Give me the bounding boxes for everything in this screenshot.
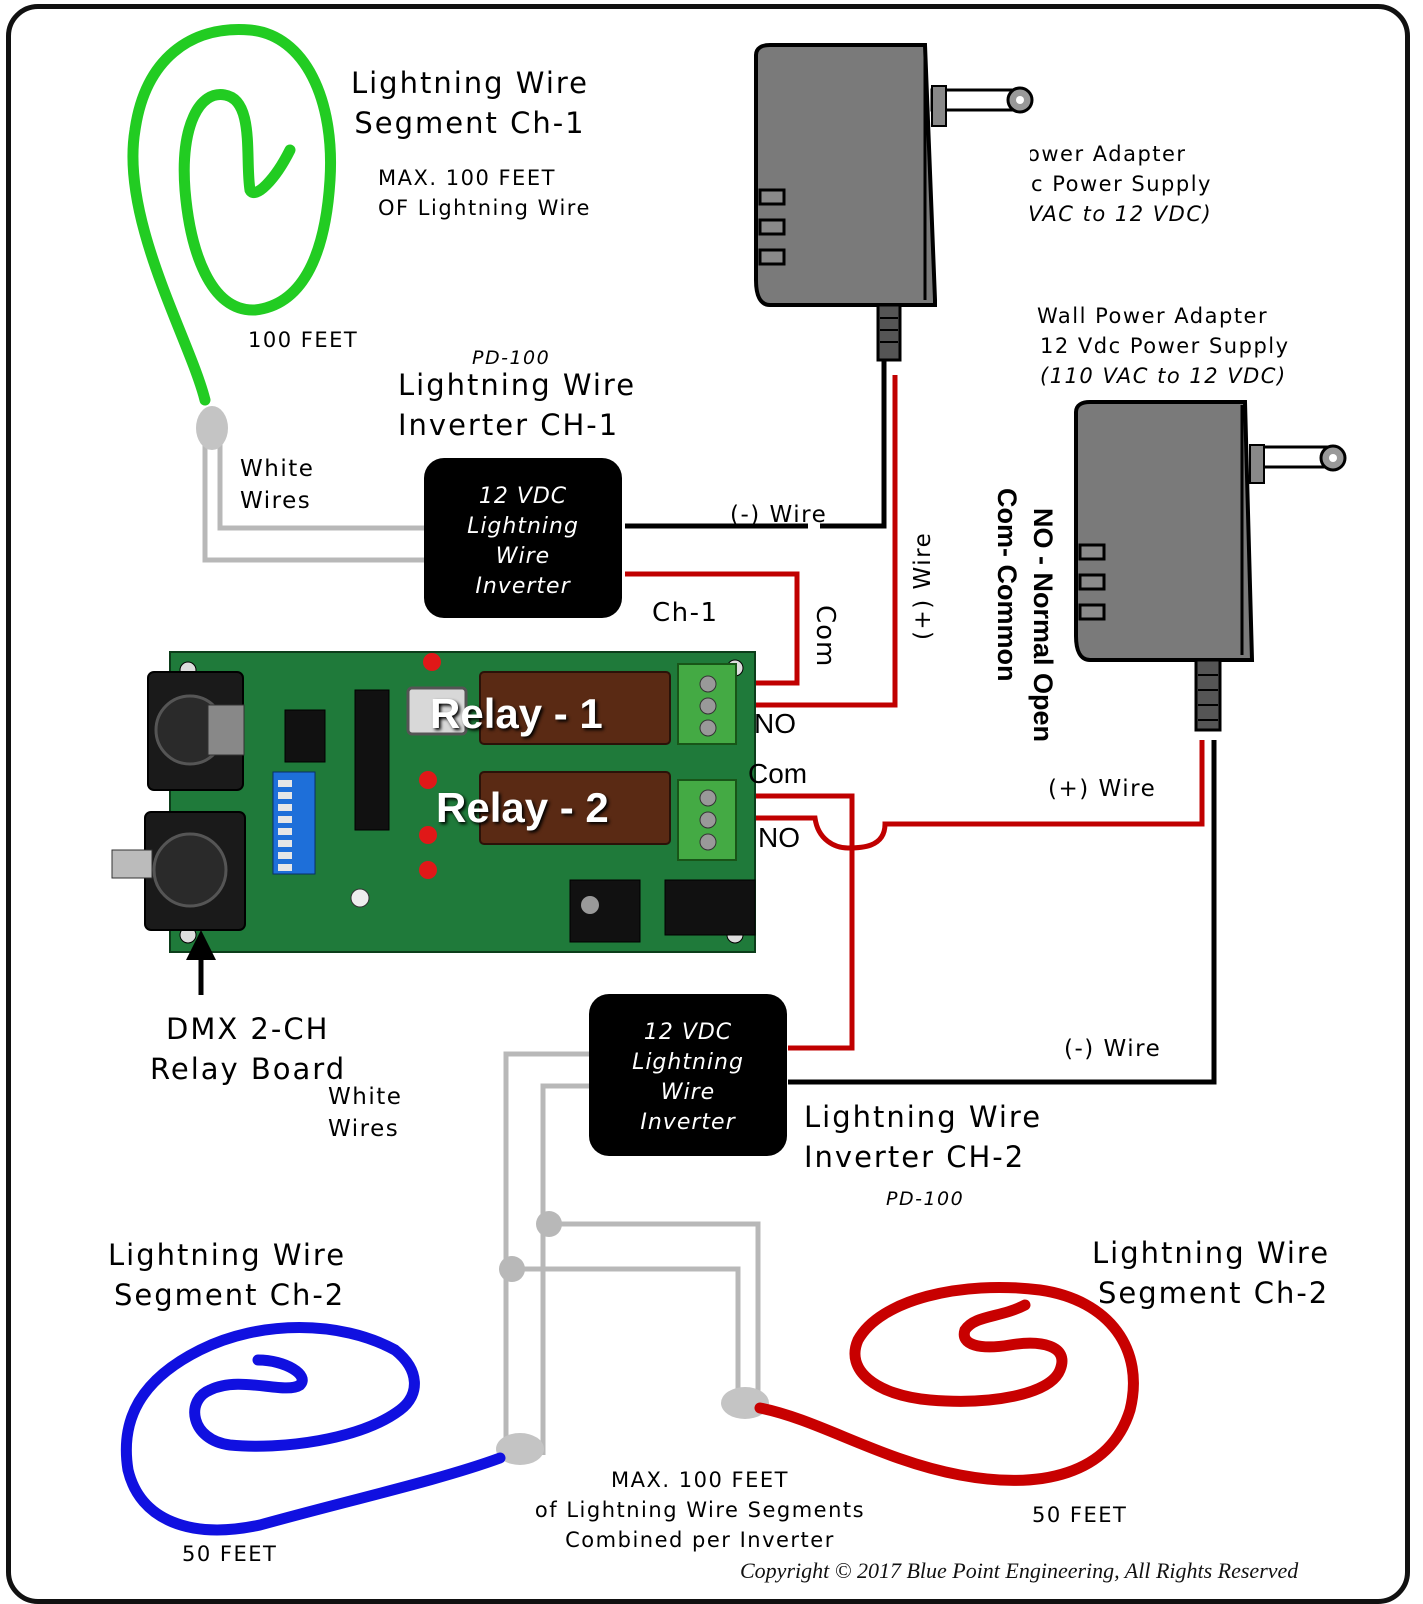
relay2-com-label: Com (748, 758, 808, 789)
inverter-ch1-model: PD-100 (472, 347, 551, 369)
inverter-ch2-body-line4: Inverter (640, 1110, 736, 1135)
pos-wire-adapter2-label: (+) Wire (1048, 776, 1157, 802)
white-wire-junction (499, 1256, 525, 1282)
adapter1-line1: ower Adapter (1027, 142, 1187, 166)
segment-ch2-left-title-line2: Segment Ch-2 (114, 1278, 346, 1312)
inverter-ch1-body-line4: Inverter (475, 574, 571, 599)
inverter-ch2-title-line2: Inverter CH-2 (804, 1140, 1026, 1174)
inverter-ch1-body-line3: Wire (495, 544, 551, 569)
combined-note-line3: Combined per Inverter (565, 1528, 835, 1552)
segment-ch2-right-title-line2: Segment Ch-2 (1098, 1276, 1330, 1310)
legend-line1: NO - Normal Open (1028, 508, 1058, 743)
positive-wire-adapter1 (738, 375, 898, 708)
inverter-ch2-body-line2: Lightning (632, 1050, 744, 1075)
negative-wire-adapter1 (625, 360, 887, 529)
inverter-ch2-body-line3: Wire (660, 1080, 716, 1105)
segment-ch2-right-title-line1: Lightning Wire (1092, 1236, 1331, 1270)
inverter-ch2-title-line1: Lightning Wire (804, 1100, 1043, 1134)
inverter-ch1-body-line1: 12 VDC (478, 484, 568, 509)
copyright-notice: Copyright © 2017 Blue Point Engineering,… (740, 1558, 1299, 1583)
wire-connector-ch2-left (496, 1433, 544, 1465)
inverter-ch1-title-line1: Lightning Wire (398, 368, 637, 402)
segment-ch1-max-line1: MAX. 100 FEET (378, 166, 556, 190)
inverter-ch2-body-line1: 12 VDC (643, 1020, 733, 1045)
wire-connector-ch1 (196, 406, 228, 450)
neg-wire-ch1-label: (-) Wire (730, 502, 828, 528)
white-wires-ch1-line2: Wires (240, 488, 312, 514)
channel-ch1-label: Ch-1 (652, 598, 719, 628)
white-wires-ch2-line1: White (328, 1084, 403, 1110)
white-wires-ch2-line2: Wires (328, 1116, 400, 1142)
white-wires-ch1 (202, 428, 427, 563)
combined-note-line1: MAX. 100 FEET (611, 1468, 789, 1492)
adapter2-line2: 12 Vdc Power Supply (1040, 334, 1290, 358)
inverter-ch2-box (589, 994, 787, 1156)
segment-ch1-title-line1: Lightning Wire (350, 66, 590, 100)
neg-wire-adapter2-label: (-) Wire (1064, 1036, 1162, 1062)
relay-board-arrow (186, 930, 216, 995)
positive-wire-adapter2 (738, 740, 1205, 851)
relay-board-pcb (111, 651, 756, 953)
white-wire-junction (536, 1211, 562, 1237)
relay1-no-label: NO (754, 708, 796, 739)
com-wire-ch1-label: Com (810, 605, 840, 668)
segment-ch1-max-line2: OF Lightning Wire (378, 196, 591, 220)
adapter2-line1: Wall Power Adapter (1037, 304, 1269, 328)
relay1-label: Relay - 1 (430, 690, 603, 737)
relay-board-title-line1: DMX 2-CH (166, 1012, 330, 1046)
white-wires-ch1-line1: White (240, 456, 315, 482)
segment-ch1-title-line2: Segment Ch-1 (354, 106, 586, 140)
segment-ch2-right-length: 50 FEET (1032, 1503, 1128, 1527)
inverter-ch2-model: PD-100 (886, 1188, 965, 1210)
lightning-wire-segment-ch1 (127, 24, 337, 406)
inverter-ch1-box (424, 458, 622, 618)
relay2-no-label: NO (758, 822, 800, 853)
inverter-ch1-title-line2: Inverter CH-1 (398, 408, 620, 442)
adapter2-line3: (110 VAC to 12 VDC) (1040, 364, 1287, 388)
adapter1-line2: c Power Supply (1031, 172, 1212, 196)
relay2-com-wire (738, 793, 855, 1051)
adapter1-text-mask (1012, 135, 1030, 235)
pos-wire-ch1-label: (+) Wire (910, 531, 936, 640)
power-adapter-2 (1074, 400, 1347, 732)
inverter-ch1-com-wire (625, 571, 800, 686)
negative-wire-adapter2 (788, 740, 1217, 1085)
combined-note-line2: of Lightning Wire Segments (534, 1498, 866, 1522)
segment-ch2-left-length: 50 FEET (182, 1542, 278, 1566)
inverter-ch1-body-line2: Lightning (467, 514, 579, 539)
relay2-label: Relay - 2 (436, 784, 609, 831)
power-adapter-1 (754, 43, 1034, 362)
lightning-wire-segment-ch2-blue (120, 1322, 506, 1536)
legend-line2: Com- Common (992, 488, 1022, 682)
lightning-wire-segment-ch2-red (754, 1282, 1139, 1486)
white-wires-ch2 (503, 1051, 761, 1455)
relay-board-title-line2: Relay Board (150, 1052, 347, 1086)
adapter1-line3: VAC to 12 VDC) (1028, 202, 1213, 226)
segment-ch2-left-title-line1: Lightning Wire (108, 1238, 347, 1272)
segment-ch1-length: 100 FEET (248, 328, 359, 352)
